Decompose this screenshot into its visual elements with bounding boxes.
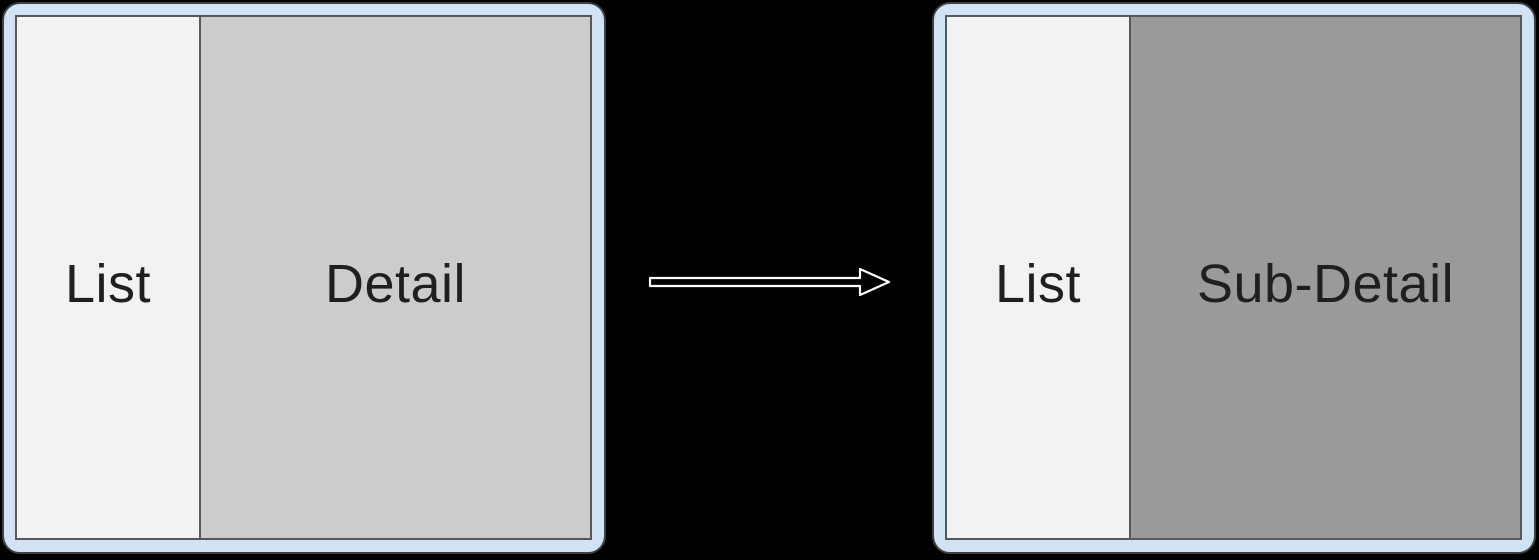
panel-after-list-label: List (994, 253, 1082, 314)
panel-before-list-label: List (64, 253, 152, 314)
panel-after-detail-label: Sub-Detail (1196, 253, 1455, 314)
panel-after-frame: List Sub-Detail (932, 2, 1536, 554)
transition-arrow-icon (648, 266, 892, 298)
panel-before-screen: List Detail (15, 15, 592, 540)
panel-before-detail-pane: Detail (201, 17, 590, 538)
panel-after-list-pane: List (947, 17, 1131, 538)
panel-before-frame: List Detail (2, 2, 606, 554)
panel-before-list-pane: List (17, 17, 201, 538)
panel-after-detail-pane: Sub-Detail (1131, 17, 1520, 538)
panel-before-detail-label: Detail (324, 253, 467, 314)
panel-after-screen: List Sub-Detail (945, 15, 1522, 540)
